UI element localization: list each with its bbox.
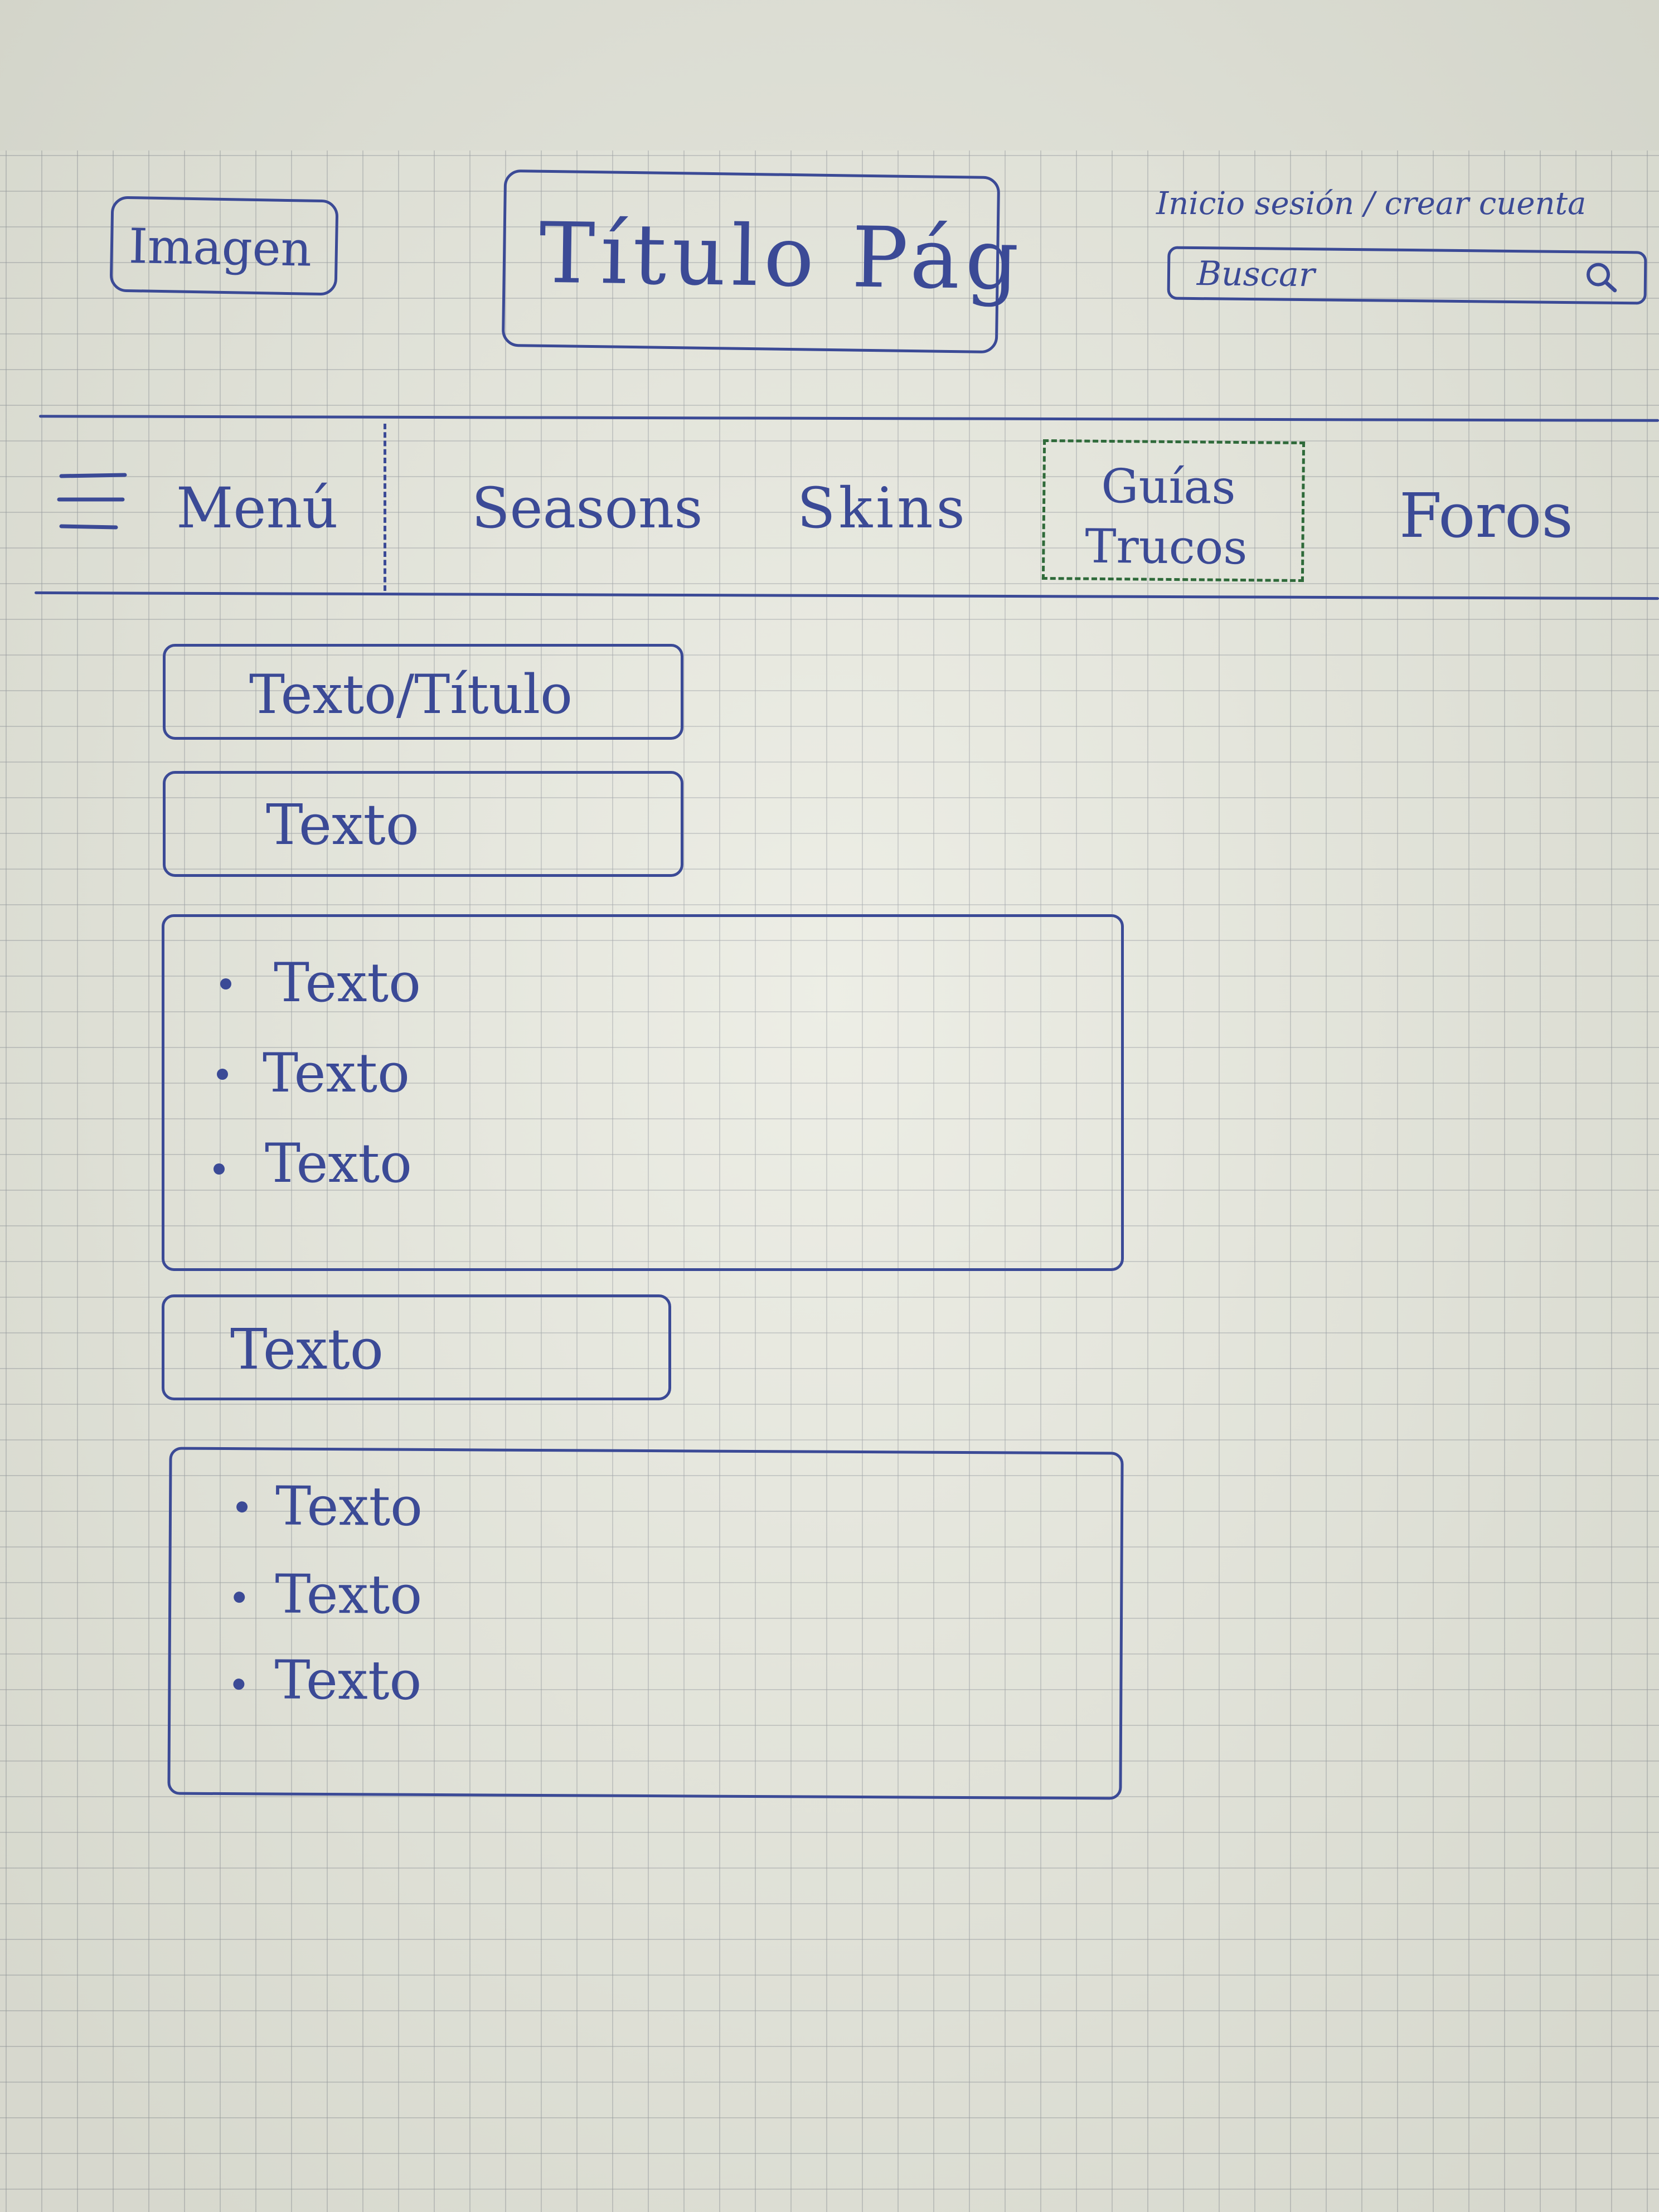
search-icon[interactable] [1577,256,1628,296]
bullet-dot [234,1592,245,1603]
logo-image-placeholder[interactable]: Imagen [109,196,339,296]
bullet-dot [214,1163,225,1175]
list-item: Texto [172,1474,1121,1540]
nav-item-trucos[interactable]: Trucos [1085,518,1248,575]
text-box-1: Texto [163,771,683,877]
list-item: Texto [171,1648,1120,1714]
list-item-text: Texto [274,952,421,1014]
login-link[interactable]: Inicio sesión / crear cuenta [1156,186,1587,222]
menu-label[interactable]: Menú [176,476,338,541]
search-input[interactable]: Buscar [1196,254,1315,295]
list-item: Texto [171,1563,1120,1628]
nav-top-border [38,415,1659,422]
nav-bottom-border [35,591,1659,600]
list-item-text: Texto [265,1132,412,1195]
nav-item-skins[interactable]: Skins [797,476,968,541]
text-box-2-text: Texto [230,1317,384,1382]
list-item-text: Texto [274,1648,422,1712]
list-item-text: Texto [275,1474,423,1538]
bullet-dot [217,1069,228,1080]
content-title: Texto/Título [249,663,573,726]
page-title: Título Pág [538,205,1025,309]
list-item-text: Texto [274,1563,423,1626]
list-item: Texto [164,1046,1121,1102]
paper-top-margin [0,0,1659,151]
text-box-1-text: Texto [266,792,419,857]
logo-image-label: Imagen [128,219,312,278]
bullet-list-1: Texto Texto Texto [162,914,1124,1271]
search-bar[interactable]: Buscar [1167,246,1647,305]
nav-item-foros[interactable]: Foros [1399,480,1573,551]
list-item: Texto [164,956,1121,1012]
nav-divider [384,424,386,591]
text-box-2: Texto [162,1294,671,1400]
bullet-dot [236,1501,248,1513]
nav-item-guias[interactable]: Guías [1100,458,1236,515]
bullet-dot [233,1679,245,1690]
list-item-text: Texto [263,1042,410,1104]
page-title-box: Título Pág [501,169,1025,354]
bullet-list-2: Texto Texto Texto [167,1447,1124,1800]
nav-item-seasons[interactable]: Seasons [472,476,703,541]
bullet-dot [220,978,231,989]
list-item: Texto [164,1137,1121,1192]
nav-item-guias-trucos-highlight[interactable]: Guías Trucos [1041,439,1306,583]
content-title-box: Texto/Título [163,644,683,740]
hamburger-menu-icon[interactable] [56,468,134,546]
